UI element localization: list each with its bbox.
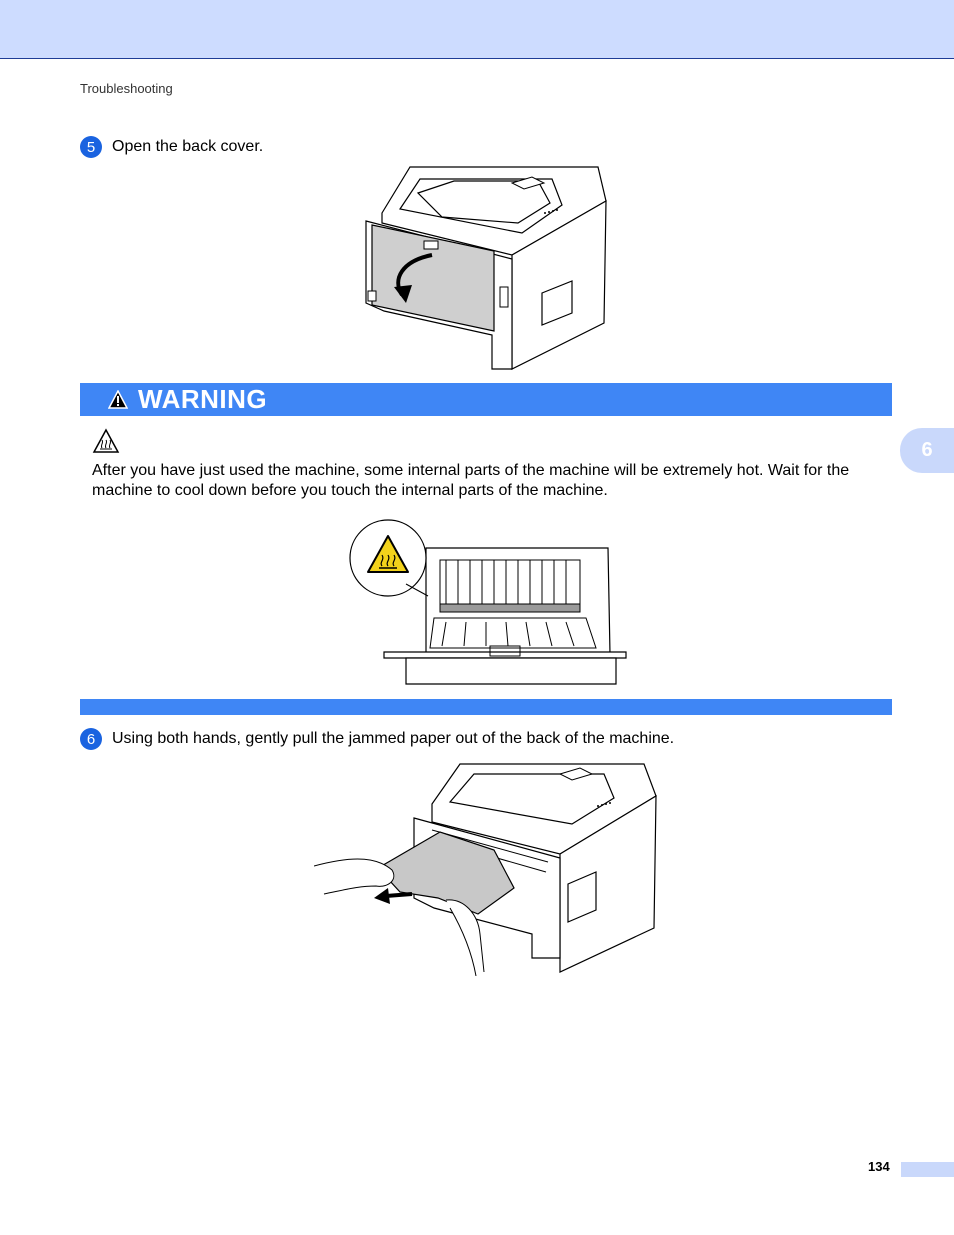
- step-6: 6 Using both hands, gently pull the jamm…: [80, 728, 674, 750]
- step-5: 5 Open the back cover.: [80, 136, 263, 158]
- warning-title: WARNING: [138, 384, 268, 414]
- hot-fuser-illustration: [349, 519, 627, 685]
- header-band: [0, 0, 954, 59]
- step-number: 5: [80, 136, 102, 158]
- open-back-cover-illustration: [365, 166, 607, 370]
- warning-end-bar: [80, 699, 892, 715]
- chapter-tab: 6: [900, 428, 954, 473]
- warning-text: After you have just used the machine, so…: [92, 462, 850, 499]
- warning-triangle-icon: [108, 389, 128, 409]
- step-text: Using both hands, gently pull the jammed…: [112, 730, 675, 747]
- warning-banner: WARNING: [80, 383, 892, 416]
- page-number-tab: [901, 1162, 954, 1177]
- step-text: Open the back cover.: [112, 138, 264, 155]
- page-number: 134: [868, 1159, 890, 1174]
- section-title: Troubleshooting: [80, 81, 173, 96]
- hot-warning-icon: [367, 535, 409, 573]
- step-number: 6: [80, 728, 102, 750]
- pull-jammed-paper-illustration: [314, 763, 657, 976]
- hot-surface-icon: [92, 428, 120, 453]
